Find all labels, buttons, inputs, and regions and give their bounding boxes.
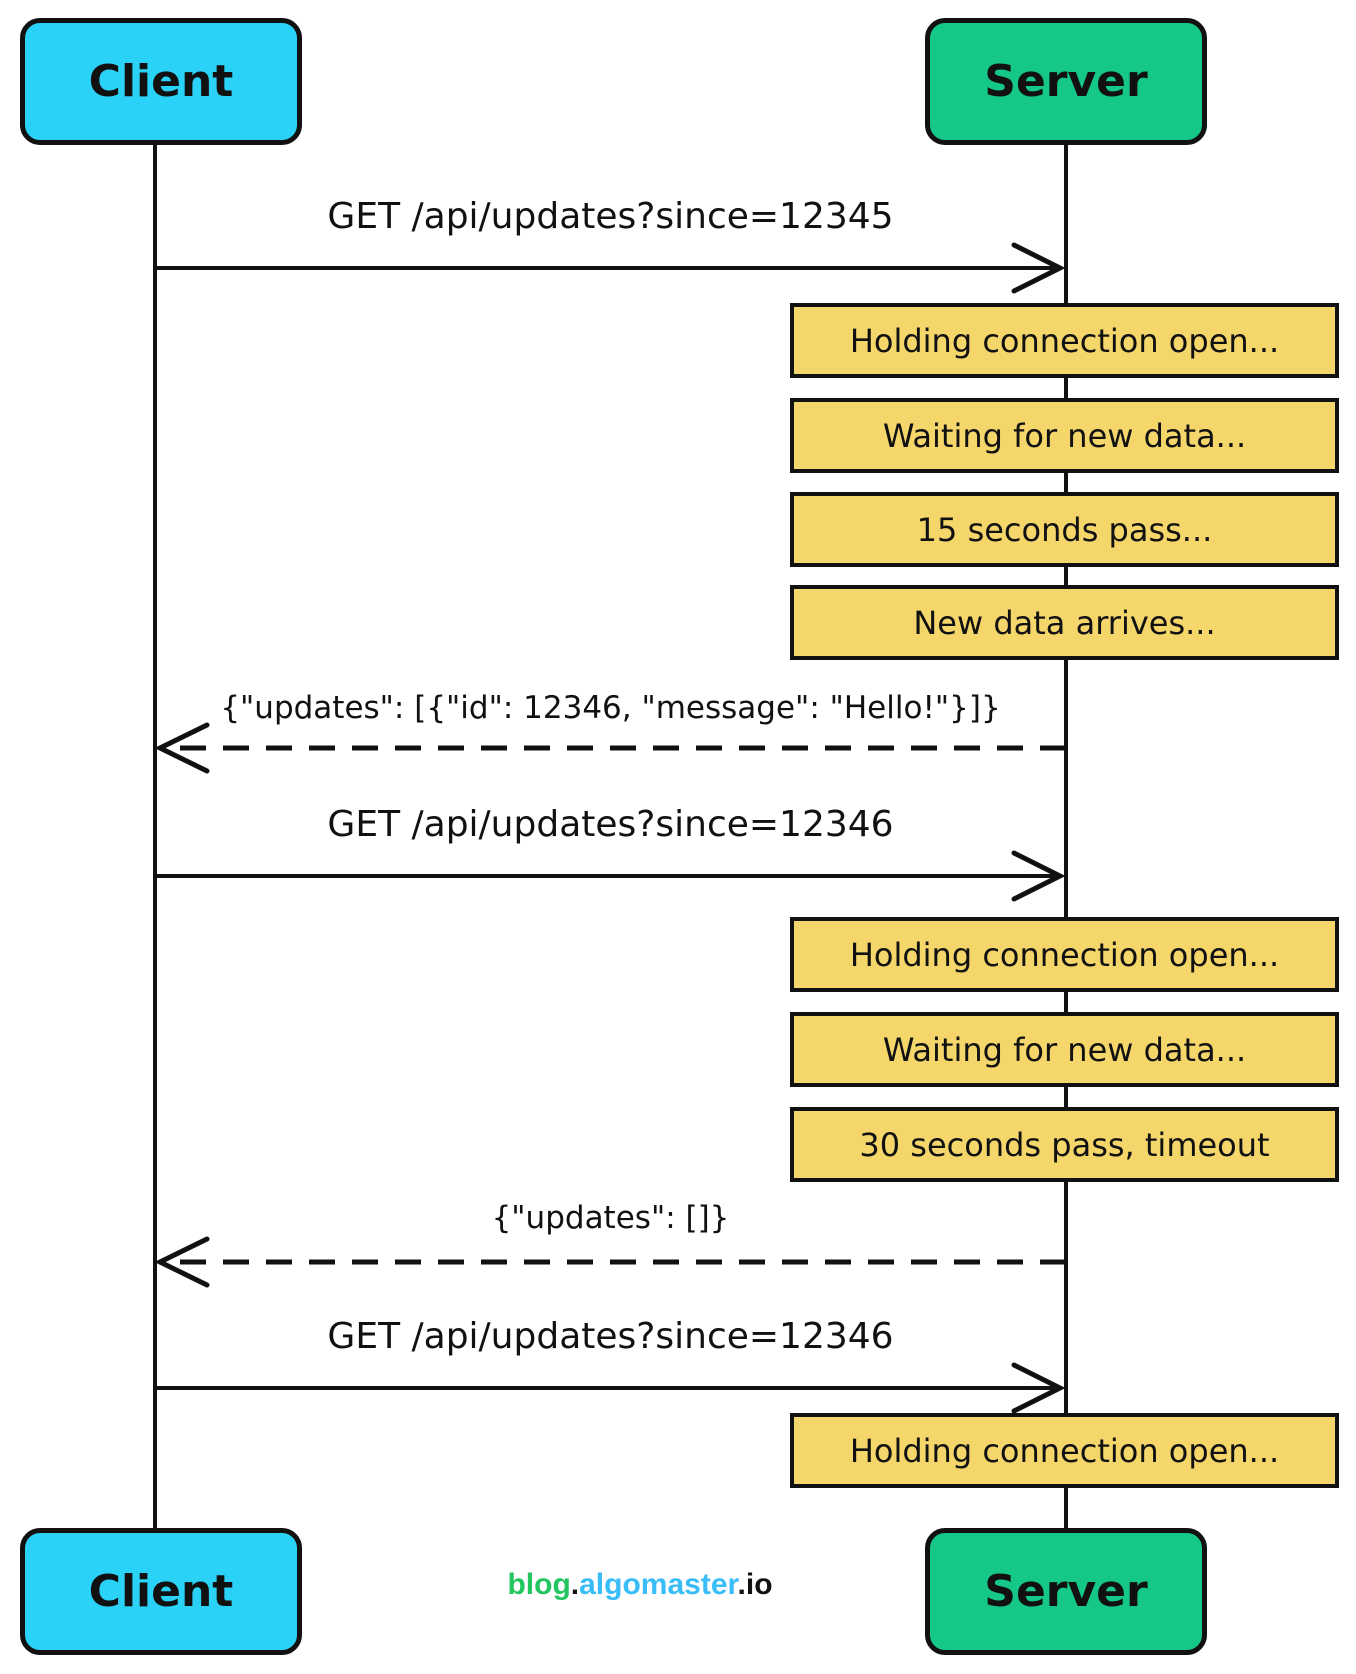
request3-label: GET /api/updates?since=12346: [327, 1316, 894, 1357]
footer-site-text: algomaster: [579, 1568, 738, 1601]
footer-blog-text: blog: [507, 1568, 571, 1601]
request3-arrow: [155, 1362, 1066, 1414]
request2-label: GET /api/updates?since=12346: [327, 804, 894, 845]
note-text: Holding connection open...: [849, 1431, 1280, 1470]
request1-arrow: [155, 242, 1066, 294]
note-holding-connection-1: Holding connection open...: [790, 303, 1339, 378]
note-text: Waiting for new data...: [882, 1030, 1247, 1069]
note-15-seconds: 15 seconds pass...: [790, 492, 1339, 567]
note-text: 30 seconds pass, timeout: [859, 1125, 1270, 1164]
client-actor-bottom: Client: [20, 1528, 302, 1655]
note-new-data-arrives: New data arrives...: [790, 585, 1339, 660]
note-holding-connection-2: Holding connection open...: [790, 917, 1339, 992]
note-text: Holding connection open...: [849, 935, 1280, 974]
note-text: Holding connection open...: [849, 321, 1280, 360]
client-actor-top: Client: [20, 18, 302, 145]
note-text: Waiting for new data...: [882, 416, 1247, 455]
note-holding-connection-3: Holding connection open...: [790, 1413, 1339, 1488]
response2-label: {"updates": []}: [491, 1200, 730, 1236]
client-actor-top-label: Client: [88, 56, 234, 107]
client-actor-bottom-label: Client: [88, 1566, 234, 1617]
server-actor-top-label: Server: [984, 56, 1148, 107]
footer-tld-text: io: [745, 1568, 773, 1601]
server-actor-bottom-label: Server: [984, 1566, 1148, 1617]
footer-dot-1: .: [570, 1568, 580, 1601]
note-text: 15 seconds pass...: [916, 510, 1213, 549]
server-actor-bottom: Server: [925, 1528, 1207, 1655]
response2-arrow: [154, 1236, 1066, 1288]
request1-label: GET /api/updates?since=12345: [327, 196, 894, 237]
note-waiting-data-1: Waiting for new data...: [790, 398, 1339, 473]
note-30-seconds-timeout: 30 seconds pass, timeout: [790, 1107, 1339, 1182]
request2-arrow: [155, 850, 1066, 902]
note-waiting-data-2: Waiting for new data...: [790, 1012, 1339, 1087]
response1-label: {"updates": [{"id": 12346, "message": "H…: [220, 690, 1001, 726]
server-actor-top: Server: [925, 18, 1207, 145]
note-text: New data arrives...: [913, 603, 1216, 642]
footer-watermark: blog.algomaster.io: [460, 1568, 820, 1602]
response1-arrow: [154, 722, 1066, 774]
footer-dot-2: .: [737, 1568, 746, 1601]
